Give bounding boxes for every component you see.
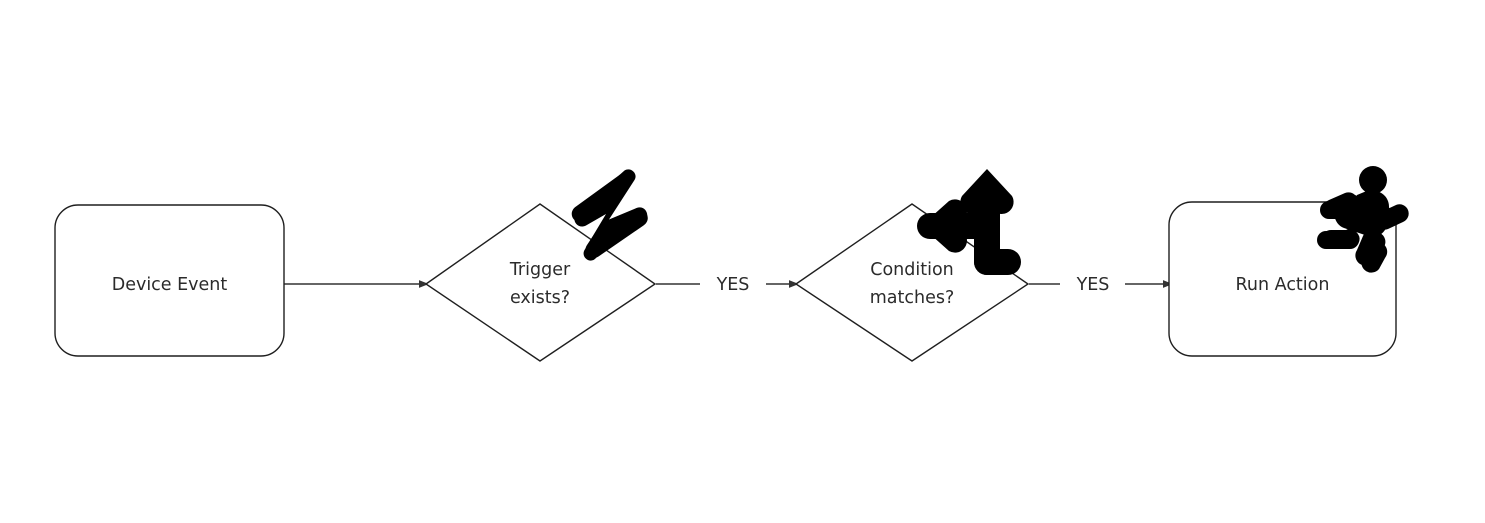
edge-condition-to-run-action: YES — [1029, 275, 1173, 295]
trigger-exists-label-line-1: Trigger — [509, 260, 571, 280]
trigger-exists-label-line-2: exists? — [510, 288, 570, 308]
node-condition-matches[interactable]: Condition matches? — [794, 169, 1030, 362]
node-trigger-exists[interactable]: Trigger exists? — [424, 169, 657, 362]
device-event-box[interactable] — [54, 204, 285, 357]
running-person-icon — [1317, 166, 1409, 273]
device-event-label: Device Event — [112, 275, 228, 295]
edge-label-yes-2: YES — [1076, 275, 1110, 295]
node-run-action[interactable]: Run Action — [1168, 166, 1409, 357]
condition-matches-label-line-1: Condition — [870, 260, 954, 280]
edge-trigger-to-condition: YES — [656, 275, 799, 295]
condition-matches-label-line-2: matches? — [870, 288, 955, 308]
edge-label-yes-1: YES — [716, 275, 750, 295]
trigger-exists-diamond[interactable] — [424, 203, 657, 362]
node-device-event[interactable]: Device Event — [54, 204, 285, 357]
condition-matches-diamond[interactable] — [794, 203, 1030, 362]
branch-arrows-icon — [917, 169, 1021, 275]
run-action-label: Run Action — [1236, 275, 1330, 295]
lightning-bolt-icon — [571, 169, 648, 261]
